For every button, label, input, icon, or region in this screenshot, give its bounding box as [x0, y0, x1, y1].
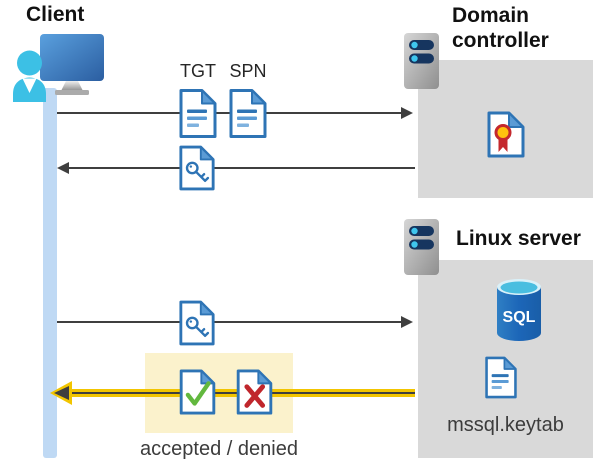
keytab-filename-label: mssql.keytab — [447, 414, 564, 436]
arrow-client-to-linux-line — [57, 321, 403, 323]
monitor-icon — [38, 33, 108, 97]
cross-icon — [244, 384, 266, 408]
check-icon — [185, 381, 211, 406]
tgt-document-icon — [178, 87, 218, 140]
highlighted-arrow-head — [54, 386, 69, 400]
spn-label: SPN — [229, 61, 267, 81]
denied-document-icon — [235, 368, 274, 416]
tgt-label: TGT — [180, 61, 216, 81]
key-document-icon — [178, 144, 216, 192]
linux-server-icon — [403, 218, 440, 276]
sql-database-icon: SQL — [494, 277, 544, 343]
client-lifeline — [43, 88, 57, 458]
accepted-document-icon — [178, 368, 217, 416]
user-icon — [12, 50, 48, 102]
domain-controller-label-line1: Domain — [452, 4, 530, 27]
domain-controller-label: Domain controller — [452, 3, 549, 53]
arrow-dc-to-client-head — [57, 162, 69, 174]
client-label: Client — [26, 3, 85, 26]
accepted-denied-label: accepted / denied — [140, 438, 298, 460]
key-document-icon-2 — [178, 299, 216, 347]
certificate-document-icon — [486, 110, 526, 159]
arrow-client-to-dc-head — [401, 107, 413, 119]
spn-document-icon — [228, 87, 268, 140]
keytab-document-icon — [484, 354, 518, 401]
domain-controller-server-icon — [403, 32, 440, 90]
arrow-client-to-linux-head — [401, 316, 413, 328]
arrow-dc-to-client-line — [68, 167, 415, 169]
linux-server-label: Linux server — [456, 227, 581, 250]
sql-badge-label: SQL — [503, 309, 536, 326]
domain-controller-label-line2: controller — [452, 29, 549, 52]
